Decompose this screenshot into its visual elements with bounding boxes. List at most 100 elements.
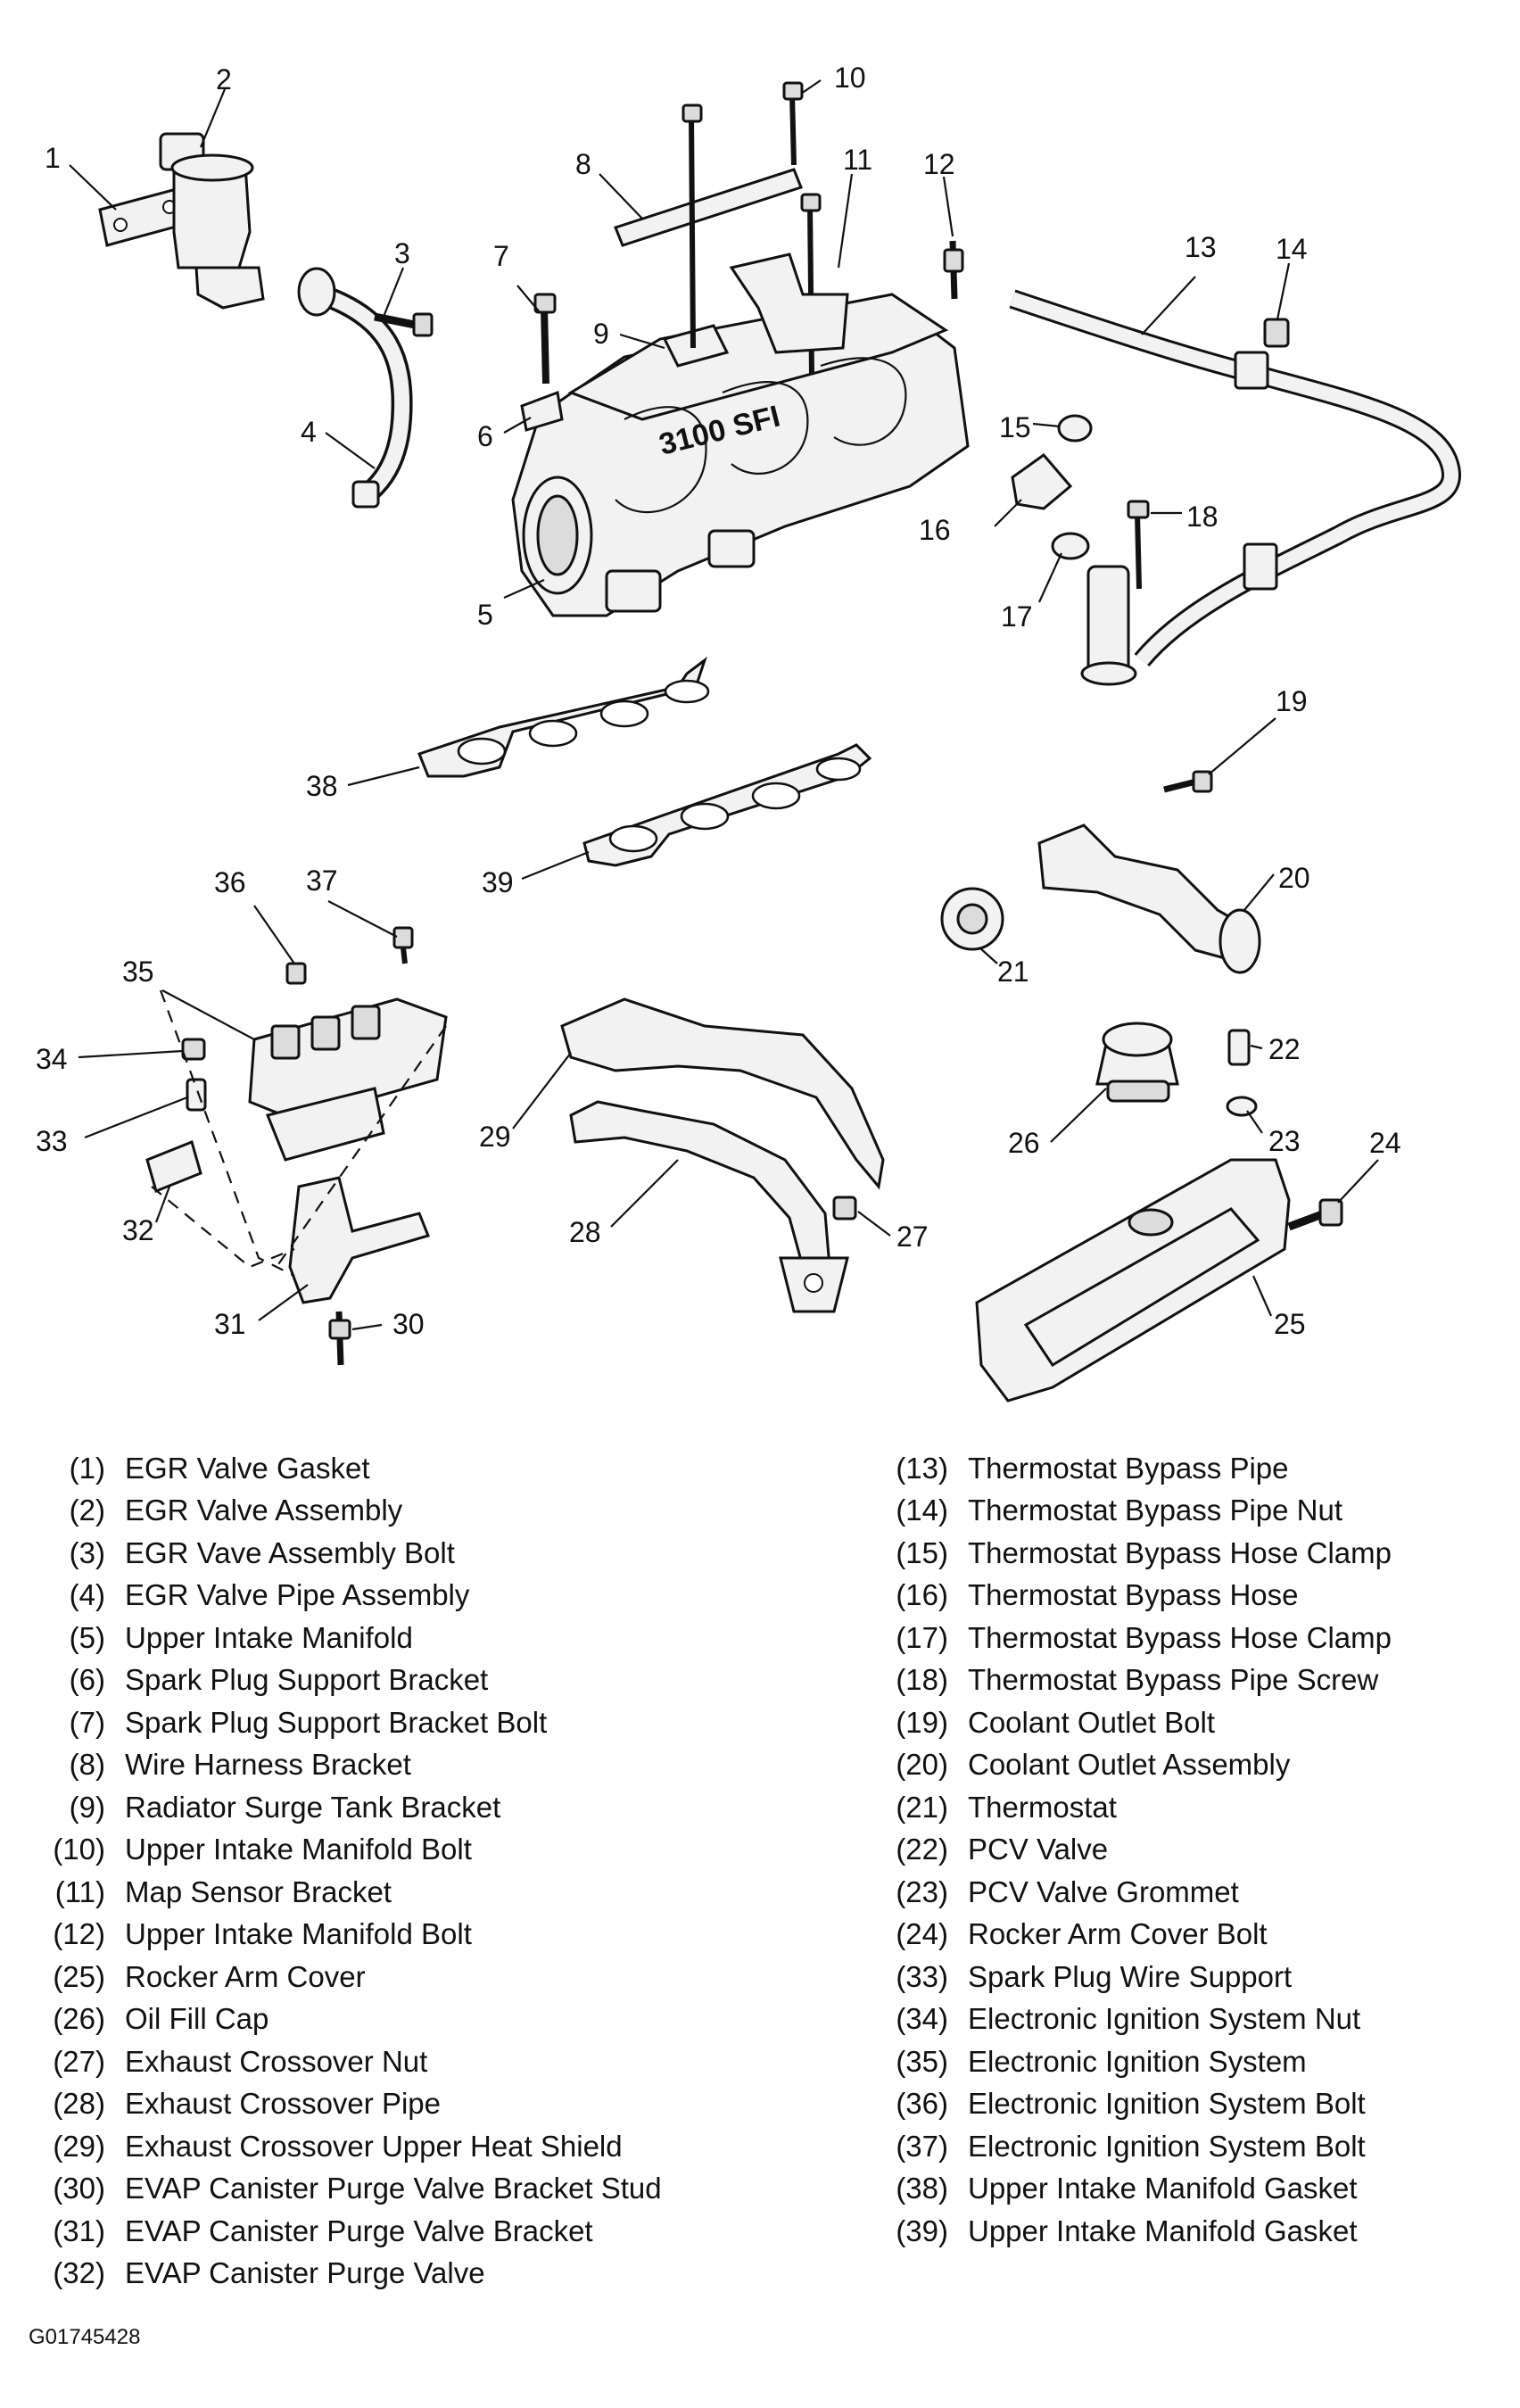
part-pcv-valve-grommet [1226, 1096, 1258, 1117]
legend-item: (9)Radiator Surge Tank Bracket [27, 1786, 662, 1829]
callout-39: 39 [482, 866, 514, 898]
legend-number: (28) [53, 2087, 105, 2121]
legend-number: (16) [896, 1578, 948, 1612]
callout-9: 9 [593, 318, 609, 350]
alignment-line [159, 989, 295, 1277]
legend-number: (35) [896, 2044, 948, 2078]
callout-5: 5 [477, 599, 493, 631]
callout-30: 30 [392, 1308, 425, 1340]
part-rocker-arm-cover-bolt [1287, 1198, 1343, 1231]
legend-label: Upper Intake Manifold Gasket [968, 2214, 1358, 2247]
legend-number: (6) [69, 1663, 105, 1697]
part-upper-intake-manifold-gasket-38 [417, 656, 710, 778]
callout-2: 2 [216, 63, 232, 95]
legend-label: Rocker Arm Cover Bolt [968, 1917, 1268, 1951]
part-oil-fill-cap [1095, 1022, 1179, 1103]
callout-35: 35 [122, 956, 154, 988]
legend-number: (20) [896, 1748, 948, 1782]
callout-19: 19 [1276, 685, 1308, 717]
legend-item: (33)Spark Plug Wire Support [870, 1956, 1392, 1998]
part-electronic-ignition-system-bolt-37 [392, 926, 414, 964]
callout-27: 27 [896, 1221, 929, 1253]
legend-label: Upper Intake Manifold [125, 1620, 413, 1654]
callout-1: 1 [45, 142, 61, 174]
legend-right-column: (13)Thermostat Bypass Pipe (14)Thermosta… [870, 1447, 1392, 2253]
legend-number: (1) [69, 1451, 105, 1485]
legend-number: (39) [896, 2214, 948, 2247]
callout-37: 37 [306, 865, 338, 897]
part-radiator-surge-tank-bracket [662, 324, 730, 368]
legend-number: (13) [896, 1451, 948, 1485]
callout-34: 34 [36, 1043, 68, 1075]
callout-8: 8 [575, 148, 591, 180]
callout-25: 25 [1274, 1308, 1306, 1340]
part-electronic-ignition-system-bolt-36 [285, 962, 307, 985]
legend-item: (21)Thermostat [870, 1786, 1392, 1829]
legend-item: (25)Rocker Arm Cover [27, 1956, 662, 1998]
legend-item: (5)Upper Intake Manifold [27, 1617, 662, 1659]
callout-6: 6 [477, 420, 493, 452]
legend-item: (4)EGR Valve Pipe Assembly [27, 1575, 662, 1618]
legend-label: PCV Valve Grommet [968, 1874, 1239, 1908]
legend-label: Electronic Ignition System Bolt [968, 2087, 1366, 2121]
legend-item: (27)Exhaust Crossover Nut [27, 2040, 662, 2083]
legend-item: (13)Thermostat Bypass Pipe [870, 1447, 1392, 1490]
part-thermostat-bypass-hose-clamp-17 [1051, 532, 1090, 560]
legend-number: (3) [69, 1535, 105, 1569]
part-wire-harness-bracket [614, 168, 803, 247]
legend-number: (30) [53, 2172, 105, 2205]
legend-number: (15) [896, 1535, 948, 1569]
legend-number: (33) [896, 1959, 948, 1993]
legend-label: Exhaust Crossover Pipe [125, 2087, 441, 2121]
legend-left-column: (1)EGR Valve Gasket (2)EGR Valve Assembl… [27, 1447, 662, 2295]
legend-item: (12)Upper Intake Manifold Bolt [27, 1914, 662, 1957]
legend-label: Exhaust Crossover Nut [125, 2044, 428, 2078]
callout-15: 15 [999, 411, 1031, 443]
legend-item: (1)EGR Valve Gasket [27, 1447, 662, 1490]
legend-number: (9) [69, 1790, 105, 1824]
callout-3: 3 [394, 237, 410, 269]
legend-item: (30)EVAP Canister Purge Valve Bracket St… [27, 2168, 661, 2211]
legend-label: Upper Intake Manifold Bolt [125, 1917, 472, 1951]
legend-label: PCV Valve [968, 1833, 1109, 1866]
legend-label: Thermostat [968, 1790, 1117, 1824]
legend-label: Thermostat Bypass Hose [968, 1578, 1299, 1612]
legend-number: (11) [54, 1874, 105, 1908]
legend-item: (19)Coolant Outlet Bolt [870, 1701, 1392, 1744]
callout-11: 11 [843, 144, 872, 176]
callout-7: 7 [493, 240, 509, 272]
callout-21: 21 [997, 956, 1029, 988]
leader-lines [69, 79, 1379, 1331]
part-coolant-outlet-bolt [1163, 770, 1213, 793]
legend-item: (22)PCV Valve [870, 1829, 1392, 1872]
part-egr-valve-assembly [159, 132, 265, 310]
part-evap-canister-purge-valve-bracket-stud [328, 1311, 351, 1366]
callout-17: 17 [1001, 600, 1033, 633]
part-spark-plug-wire-support [186, 1078, 207, 1112]
part-exhaust-crossover-upper-heat-shield [560, 997, 885, 1190]
legend-item: (14)Thermostat Bypass Pipe Nut [870, 1490, 1392, 1533]
legend-number: (10) [53, 1833, 105, 1866]
callout-18: 18 [1186, 501, 1218, 533]
callout-31: 31 [214, 1308, 246, 1340]
legend-number: (23) [896, 1874, 948, 1908]
legend-item: (11)Map Sensor Bracket [27, 1871, 662, 1914]
legend-label: Coolant Outlet Bolt [968, 1705, 1215, 1739]
legend-item: (26)Oil Fill Cap [27, 1998, 662, 2041]
legend-item: (20)Coolant Outlet Assembly [870, 1744, 1392, 1787]
callout-22: 22 [1268, 1033, 1301, 1065]
callout-4: 4 [301, 416, 317, 448]
legend-number: (25) [53, 1959, 105, 1993]
callout-36: 36 [214, 866, 246, 898]
legend-label: Oil Fill Cap [125, 2002, 269, 2036]
legend-label: Thermostat Bypass Hose Clamp [968, 1620, 1392, 1654]
part-upper-intake-manifold-bolt-12 [943, 240, 964, 300]
callout-26: 26 [1008, 1127, 1040, 1159]
legend-label: Electronic Ignition System Nut [968, 2002, 1361, 2036]
legend-number: (29) [53, 2129, 105, 2163]
callout-16: 16 [919, 514, 951, 546]
callout-38: 38 [306, 770, 338, 802]
legend-item: (16) Thermostat Bypass Hose [870, 1575, 1392, 1618]
callout-14: 14 [1276, 233, 1308, 265]
part-egr-valve-gasket [98, 186, 191, 247]
